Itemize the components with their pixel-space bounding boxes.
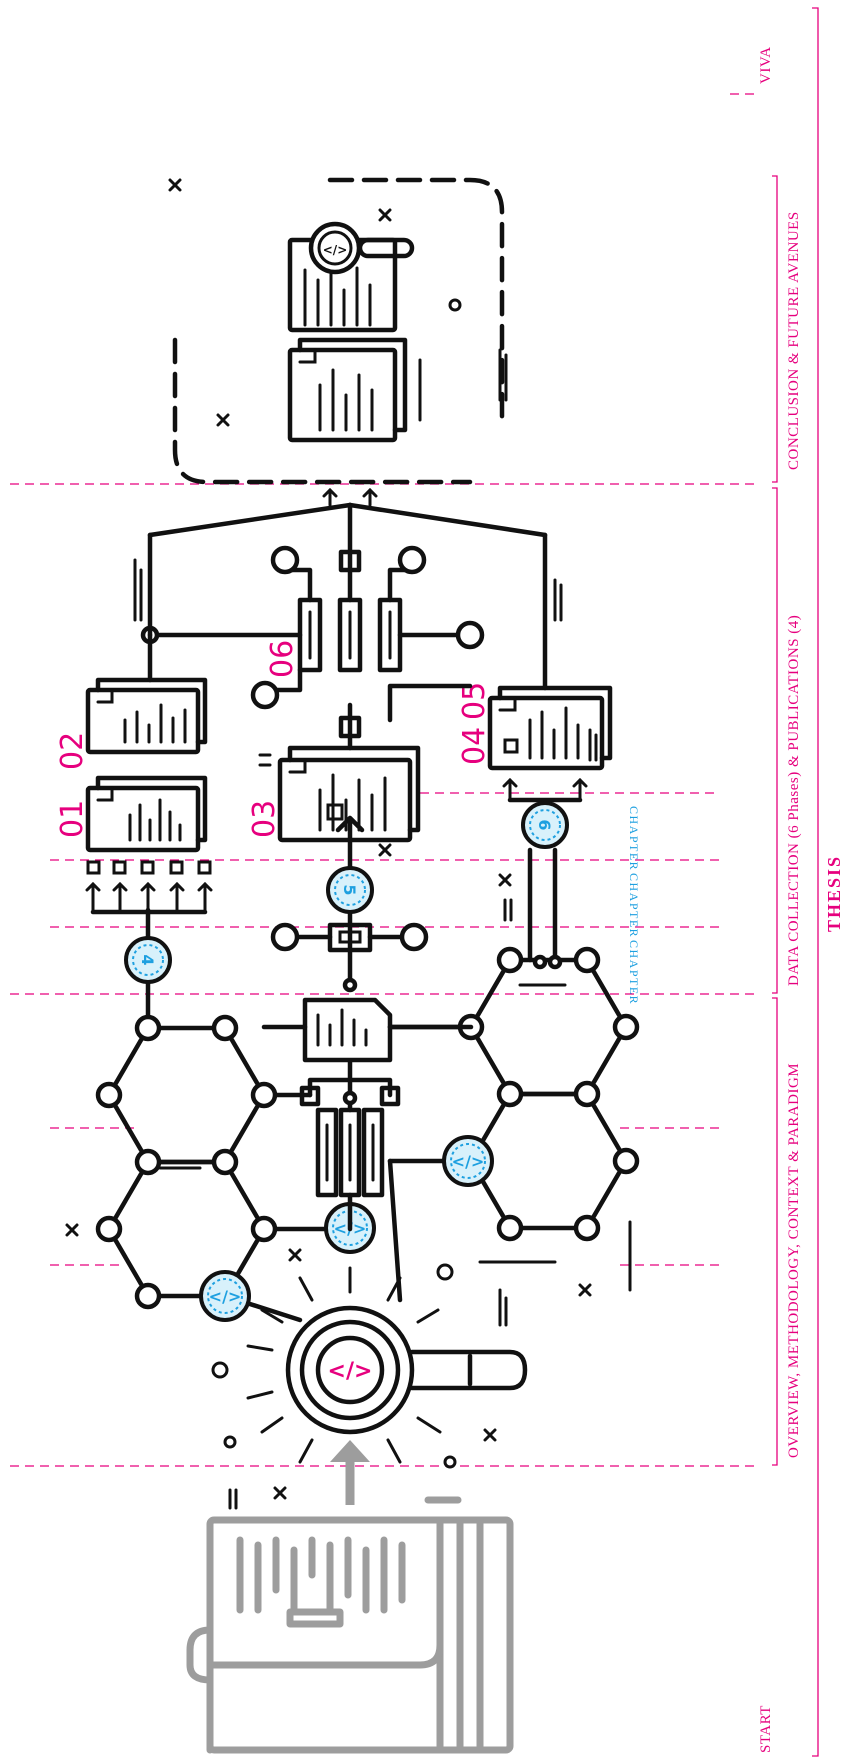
stage-label-start: START xyxy=(758,1705,774,1753)
phase-connector-4 xyxy=(85,860,213,963)
phase-badge-5: 5 xyxy=(326,866,374,914)
hexagon-network xyxy=(95,946,640,1323)
svg-text:</>: </> xyxy=(452,1152,485,1171)
document-number-01: 01 xyxy=(55,800,90,838)
document-04 xyxy=(487,685,613,771)
stage-label-overview: OVERVIEW, METHODOLOGY, CONTEXT & PARADIG… xyxy=(786,1063,802,1458)
decorative-marks xyxy=(65,1220,632,1510)
document-number-02: 02 xyxy=(55,732,90,770)
document-01 xyxy=(85,775,208,853)
phase-badge-4: 4 xyxy=(124,936,172,984)
svg-text:</>: </> xyxy=(323,243,348,257)
chapter-label: CHAPTER xyxy=(627,940,641,1005)
magnifier-icon: </> xyxy=(246,1266,528,1464)
book-text-lines xyxy=(236,1536,406,1628)
document-number-03: 03 xyxy=(247,800,282,838)
report-document-icon xyxy=(261,997,474,1063)
thesis-title: THESIS xyxy=(824,855,842,932)
decorative-marks xyxy=(133,558,598,922)
svg-text:5: 5 xyxy=(340,884,359,895)
book-icon xyxy=(186,1496,514,1754)
stage-label-conclusion: CONCLUSION & FUTURE AVENUES xyxy=(786,211,802,470)
svg-text:</>: </> xyxy=(209,1287,242,1306)
conclusion-box xyxy=(168,177,508,485)
magnifier-rays xyxy=(246,1266,442,1464)
phase-connector-6 xyxy=(502,777,588,987)
chapter-label: CHAPTER xyxy=(627,873,641,938)
code-symbol: </> xyxy=(328,1359,373,1384)
chapter-label: CHAPTER xyxy=(627,806,641,871)
document-number-04: 04 xyxy=(457,727,492,765)
document-02 xyxy=(85,677,208,755)
stage-brackets xyxy=(772,7,819,1757)
phase-badge-6: 6 xyxy=(521,801,569,849)
final-document-icon xyxy=(287,337,422,443)
phase-connector-5 xyxy=(270,815,429,993)
svg-text:4: 4 xyxy=(138,954,157,965)
document-03 xyxy=(277,745,421,843)
analysis-document-icon: </> xyxy=(287,221,415,333)
svg-text:6: 6 xyxy=(535,819,554,830)
code-badge: </> xyxy=(442,1135,494,1187)
stage-label-data-collection: DATA COLLECTION (6 Phases) & PUBLICATION… xyxy=(786,615,802,986)
code-badge: </> xyxy=(199,1270,251,1322)
hub-processor-06 xyxy=(140,487,548,710)
stage-label-viva: VIVA xyxy=(758,46,774,84)
server-icon xyxy=(299,1059,401,1232)
start-arrow-icon xyxy=(330,1440,370,1505)
document-number-06: 06 xyxy=(265,640,300,678)
